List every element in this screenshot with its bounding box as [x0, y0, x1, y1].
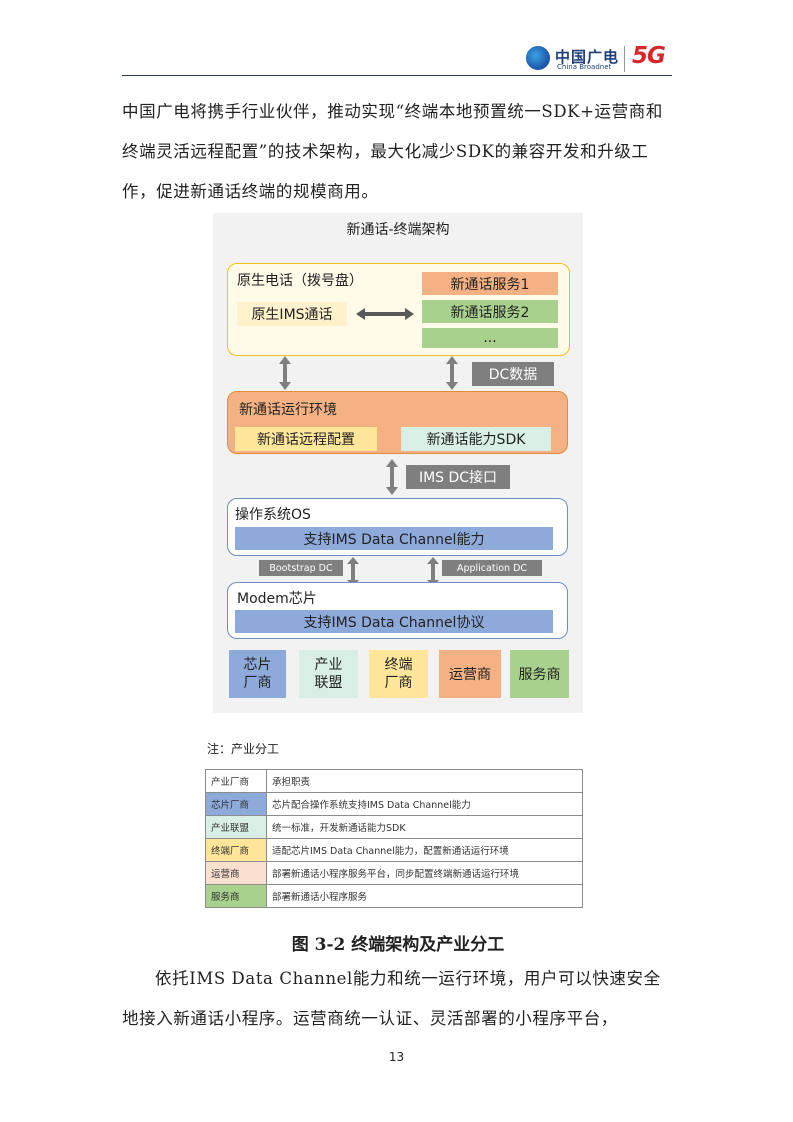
table-row: 芯片厂商 芯片配合操作系统支持IMS Data Channel能力: [205, 792, 583, 816]
logo-divider: [624, 46, 625, 72]
role-cell: 运营商: [205, 861, 267, 885]
duty-cell: 部署新通话小程序服务: [266, 884, 583, 908]
page-number: 13: [388, 1050, 405, 1064]
role-tile-line2: 厂商: [243, 675, 272, 691]
table-header-row: 产业厂商 承担职责: [205, 769, 583, 793]
header-rule: [122, 75, 672, 76]
modem-support-chip: 支持IMS Data Channel协议: [235, 610, 553, 633]
role-tile-operator: 运营商: [439, 650, 501, 698]
role-cell: 芯片厂商: [205, 792, 267, 816]
bootstrap-dc-tag: Bootstrap DC: [259, 560, 343, 576]
service2-chip: 新通话服务2: [422, 300, 558, 323]
duty-cell: 统一标准，开发新通话能力SDK: [266, 815, 583, 839]
updown-arrow-icon: [427, 557, 439, 587]
os-support-chip: 支持IMS Data Channel能力: [235, 527, 553, 550]
updown-arrow-icon: [279, 356, 291, 390]
logo-text-en: China Broadnet: [557, 63, 612, 71]
updown-arrow-icon: [386, 459, 398, 495]
modem-label: Modem芯片: [237, 591, 317, 607]
duty-cell: 适配芯片IMS Data Channel能力，配置新通话运行环境: [266, 838, 583, 862]
role-tile-line2: 联盟: [314, 675, 343, 691]
role-tile-line1: 运营商: [449, 667, 491, 683]
duty-cell: 芯片配合操作系统支持IMS Data Channel能力: [266, 792, 583, 816]
dc-data-tag: DC数据: [472, 362, 554, 386]
os-label: 操作系统OS: [235, 507, 311, 523]
bidirectional-arrow-icon: [356, 308, 414, 320]
native-ims-chip: 原生IMS通话: [237, 302, 347, 326]
updown-arrow-icon: [347, 557, 359, 587]
application-dc-tag: Application DC: [442, 560, 542, 576]
role-tile-alliance: 产业 联盟: [299, 650, 358, 698]
division-table: 产业厂商 承担职责 芯片厂商 芯片配合操作系统支持IMS Data Channe…: [205, 769, 583, 908]
role-tile-line2: 厂商: [384, 675, 413, 691]
duty-cell: 部署新通话小程序服务平台，同步配置终端新通话运行环境: [266, 861, 583, 885]
ims-dc-interface-tag: IMS DC接口: [406, 465, 510, 489]
table-row: 产业联盟 统一标准，开发新通话能力SDK: [205, 815, 583, 839]
architecture-diagram: 原生电话（拨号盘） 原生IMS通话 新通话服务1 新通话服务2 ... DC数据…: [213, 213, 583, 713]
body-paragraph-2: 依托IMS Data Channel能力和统一运行环境，用户可以快速安全地接入新…: [122, 969, 661, 1028]
updown-arrow-icon: [446, 356, 458, 390]
table-header-cell: 产业厂商: [205, 769, 267, 793]
figure-caption: 图 3-2 终端架构及产业分工: [291, 935, 505, 955]
role-tile-line1: 终端: [384, 657, 413, 673]
role-tile-line1: 芯片: [243, 657, 272, 673]
native-call-label: 原生电话（拨号盘）: [237, 273, 363, 289]
role-tile-line1: 产业: [314, 657, 343, 673]
remote-config-chip: 新通话远程配置: [235, 427, 377, 451]
table-row: 运营商 部署新通话小程序服务平台，同步配置终端新通话运行环境: [205, 861, 583, 885]
body-paragraph-1: 中国广电将携手行业伙伴，推动实现“终端本地预置统一SDK+运营商和终端灵活远程配…: [122, 102, 663, 201]
logo-text-cn: 中国广电: [555, 48, 620, 66]
table-header-cell: 承担职责: [266, 769, 583, 793]
china-broadnet-logo-icon: [526, 46, 550, 70]
service1-chip: 新通话服务1: [422, 272, 558, 295]
sdk-chip: 新通话能力SDK: [401, 427, 551, 451]
table-row: 终端厂商 适配芯片IMS Data Channel能力，配置新通话运行环境: [205, 838, 583, 862]
role-tile-terminal-vendor: 终端 厂商: [369, 650, 428, 698]
role-tile-chip-vendor: 芯片 厂商: [229, 650, 286, 698]
role-cell: 产业联盟: [205, 815, 267, 839]
role-cell: 终端厂商: [205, 838, 267, 862]
diagram-title: 新通话-终端架构: [346, 222, 450, 238]
role-tile-line1: 服务商: [518, 667, 561, 683]
service-more-chip: ...: [422, 328, 558, 348]
runtime-label: 新通话运行环境: [239, 402, 337, 418]
table-row: 服务商 部署新通话小程序服务: [205, 884, 583, 908]
role-tile-service-provider: 服务商: [510, 650, 569, 698]
role-cell: 服务商: [205, 884, 267, 908]
logo-5g: 5G: [632, 43, 666, 69]
division-note: 注：产业分工: [207, 742, 280, 756]
